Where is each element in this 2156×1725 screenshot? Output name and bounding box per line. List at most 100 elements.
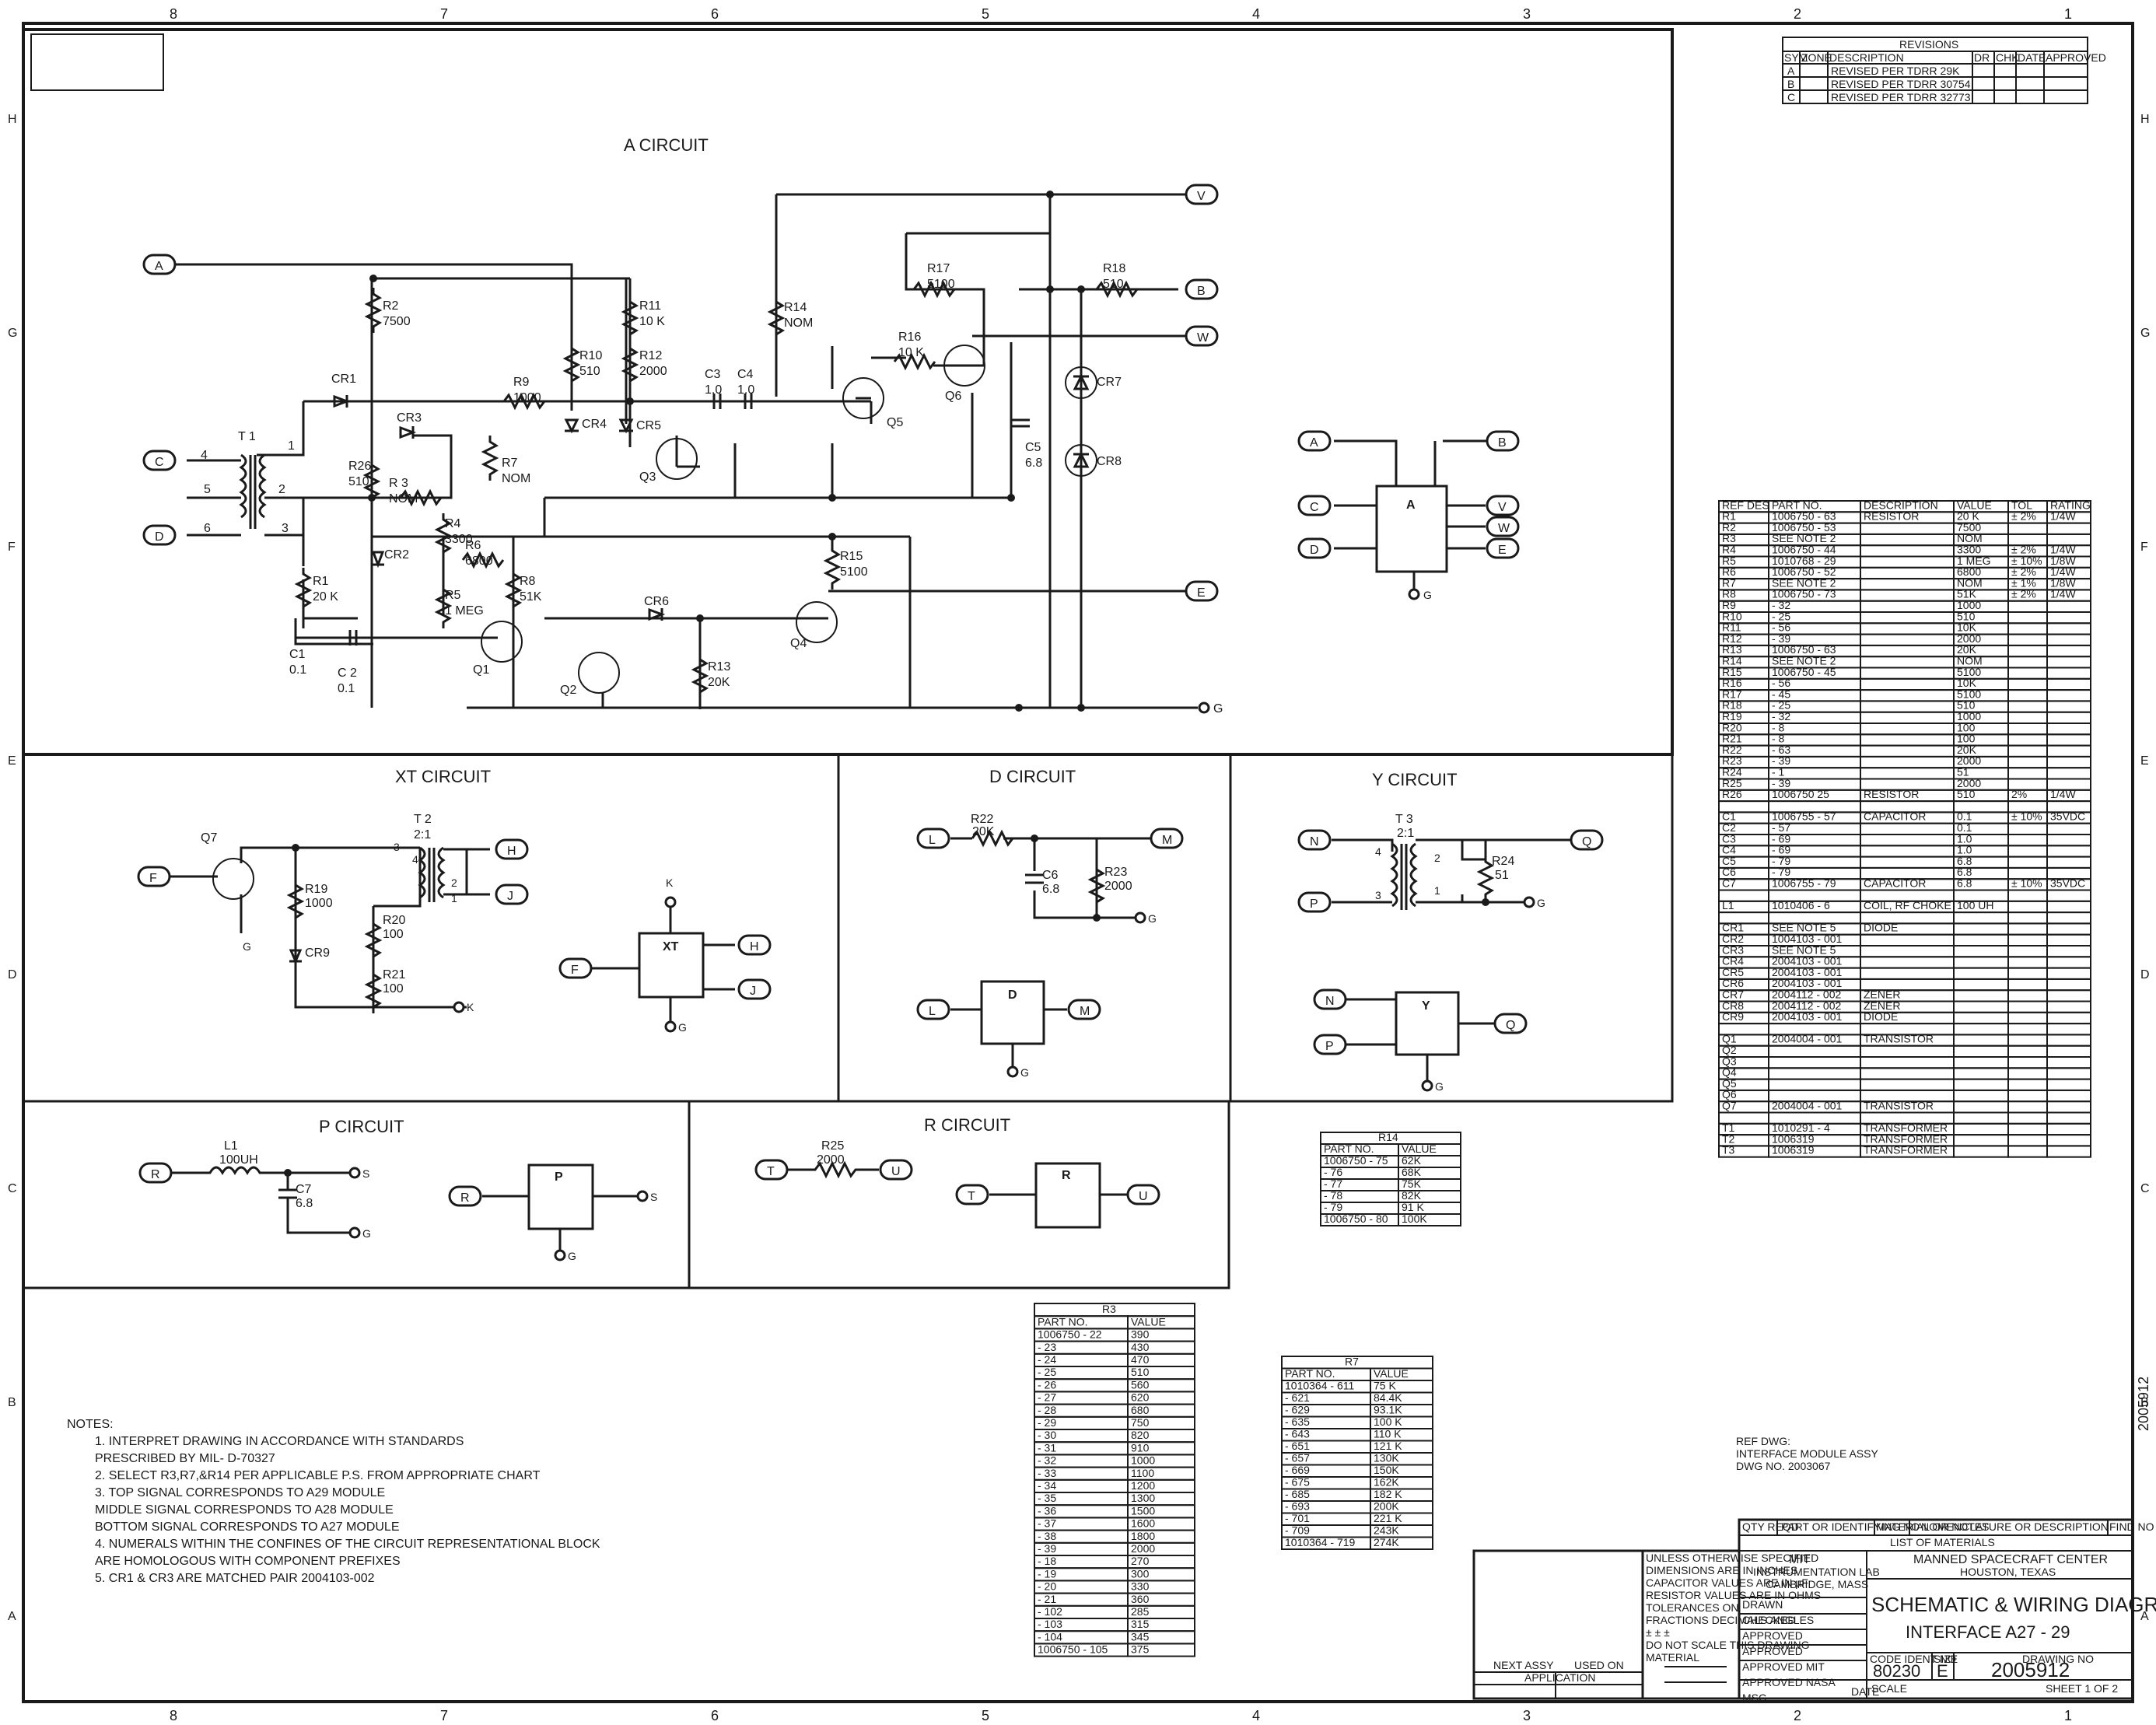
parts-cell <box>2046 755 2091 769</box>
revisions-cell <box>1972 89 1995 104</box>
parts-cell <box>2007 889 2048 902</box>
parts-row-33-col-0: C7 <box>1722 877 1736 890</box>
parts-cell <box>1860 755 1955 769</box>
dblock-ground <box>1006 1065 1019 1078</box>
a-value-17: 1 MEG <box>445 604 484 618</box>
r3-row-10-col-1: 1000 <box>1131 1454 1155 1467</box>
a-ref-16: R6 <box>465 539 481 552</box>
xt-terminal-J-label: J <box>507 890 513 903</box>
p-circuit-title: P CIRCUIT <box>319 1117 404 1136</box>
y-label-3: 51 <box>1495 869 1509 882</box>
tb-side-number: 2005912 <box>2136 1377 2151 1431</box>
parts-cell <box>2046 667 2091 680</box>
a-terminal-B <box>1185 278 1219 300</box>
tb-sign-2: APPROVED <box>1742 1629 1803 1642</box>
parts-cell <box>2046 1122 2091 1136</box>
parts-row-52-col-0: Q6 <box>1722 1088 1737 1100</box>
parts-cell <box>2007 845 2048 858</box>
pblock-ground <box>554 1249 566 1261</box>
parts-row-1-col-0: R2 <box>1722 521 1736 534</box>
parts-row-25-col-2: RESISTOR <box>1864 788 1919 800</box>
parts-row-7-col-3: 51K <box>1957 588 1977 600</box>
a-ref-20: R1 <box>313 575 329 588</box>
r7-row-11-col-1: 221 K <box>1374 1512 1402 1524</box>
r7-row-8-col-1: 162K <box>1374 1476 1399 1489</box>
ref-line-2: DWG NO. 2003067 <box>1736 1460 1831 1472</box>
zone-right-D: D <box>2140 968 2150 981</box>
d-circuit-wiring: D <box>950 829 1151 1067</box>
tb-code-label: CODE IDENT NO <box>1870 1653 1956 1665</box>
zone-bottom-3: 3 <box>1523 1708 1531 1723</box>
r14-row-1-col-0: - 76 <box>1324 1166 1342 1178</box>
parts-cell <box>2046 622 2091 635</box>
zone-bottom-1: 1 <box>2064 1708 2072 1723</box>
parts-cell <box>2046 900 2091 914</box>
d-label-2: C6 <box>1042 869 1059 882</box>
r7-row-4-col-1: 110 K <box>1374 1428 1402 1440</box>
parts-cell <box>2046 945 2091 958</box>
d-block-letter: D <box>1008 988 1017 1002</box>
parts-cell <box>2046 1134 2091 1147</box>
parts-row-29-col-1: - 69 <box>1772 832 1790 845</box>
parts-row-27-col-5: 35VDC <box>2050 810 2085 823</box>
a-value-7: 10 K <box>898 346 924 359</box>
parts-cell <box>1860 600 1955 614</box>
parts-row-14-col-0: R15 <box>1722 666 1742 678</box>
r7-row-1-col-1: 84.4K <box>1374 1391 1402 1404</box>
ref-line-1: INTERFACE MODULE ASSY <box>1736 1447 1878 1460</box>
r3-row-11-col-0: - 33 <box>1038 1467 1056 1479</box>
parts-cell <box>2007 723 2048 736</box>
revisions-cell <box>1993 63 2017 78</box>
parts-row-30-col-0: C4 <box>1722 844 1736 856</box>
r3-row-9-col-0: - 31 <box>1038 1441 1056 1454</box>
r14-header-1: VALUE <box>1402 1142 1437 1155</box>
a-pin-2: 6 <box>204 522 211 535</box>
r7-header-0: PART NO. <box>1285 1367 1335 1380</box>
a-value-5: 5100 <box>927 278 955 291</box>
parts-row-7-col-0: R8 <box>1722 588 1736 600</box>
parts-cell <box>1953 989 2009 1002</box>
revisions-desc-1: REVISED PER TDRR 30754 <box>1831 78 1971 90</box>
parts-cell <box>1860 578 1955 591</box>
revisions-sym-2: C <box>1787 91 1795 103</box>
r14-title: R14 <box>1378 1131 1398 1143</box>
xt-circuit-wiring: XT <box>163 844 735 1023</box>
r3-row-2-col-1: 470 <box>1131 1353 1150 1366</box>
xtblock-out-H <box>737 934 772 956</box>
a-ref-22: C 2 <box>338 667 357 680</box>
tb-size: E <box>1937 1661 1948 1681</box>
parts-cell <box>1860 611 1955 625</box>
a-block: A <box>1334 439 1501 591</box>
xt-terminal-H <box>495 838 529 860</box>
parts-cell <box>1953 956 2009 969</box>
parts-row-2-col-0: R3 <box>1722 532 1736 544</box>
zone-bottom-7: 7 <box>440 1708 448 1723</box>
parts-row-23-col-0: R24 <box>1722 766 1742 779</box>
parts-cell <box>1860 656 1955 669</box>
parts-row-31-col-0: C5 <box>1722 855 1736 867</box>
p-label-3: 6.8 <box>296 1197 313 1210</box>
pblock-out <box>636 1190 649 1202</box>
parts-cell <box>2007 945 2048 958</box>
parts-row-33-col-1: 1006755 - 79 <box>1772 877 1836 890</box>
parts-row-19-col-0: R20 <box>1722 721 1742 733</box>
r-label-1: 2000 <box>817 1153 845 1167</box>
r14-row-4-col-1: 91 K <box>1402 1201 1424 1213</box>
parts-cell <box>1953 1044 2009 1058</box>
xtblock-k-label: K <box>666 876 674 889</box>
parts-row-37-col-0: CR1 <box>1722 922 1744 934</box>
dblock-in-L <box>916 999 950 1020</box>
r3-row-24-col-0: - 104 <box>1038 1630 1062 1643</box>
parts-row-47-col-0: Q1 <box>1722 1033 1737 1045</box>
note-line-1: PRESCRIBED BY MIL- D-70327 <box>95 1452 275 1465</box>
parts-cell <box>2046 522 2091 535</box>
parts-row-4-col-1: 1010768 - 29 <box>1772 555 1836 567</box>
pblock-ground-label: G <box>568 1250 576 1262</box>
tb-dwg-label: DRAWING NO <box>2022 1653 2094 1665</box>
parts-row-15-col-0: R16 <box>1722 677 1742 689</box>
a-label-2: CR2 <box>384 548 409 562</box>
parts-row-18-col-1: - 32 <box>1772 710 1790 723</box>
parts-row-45-col-2: DIODE <box>1864 1010 1898 1023</box>
